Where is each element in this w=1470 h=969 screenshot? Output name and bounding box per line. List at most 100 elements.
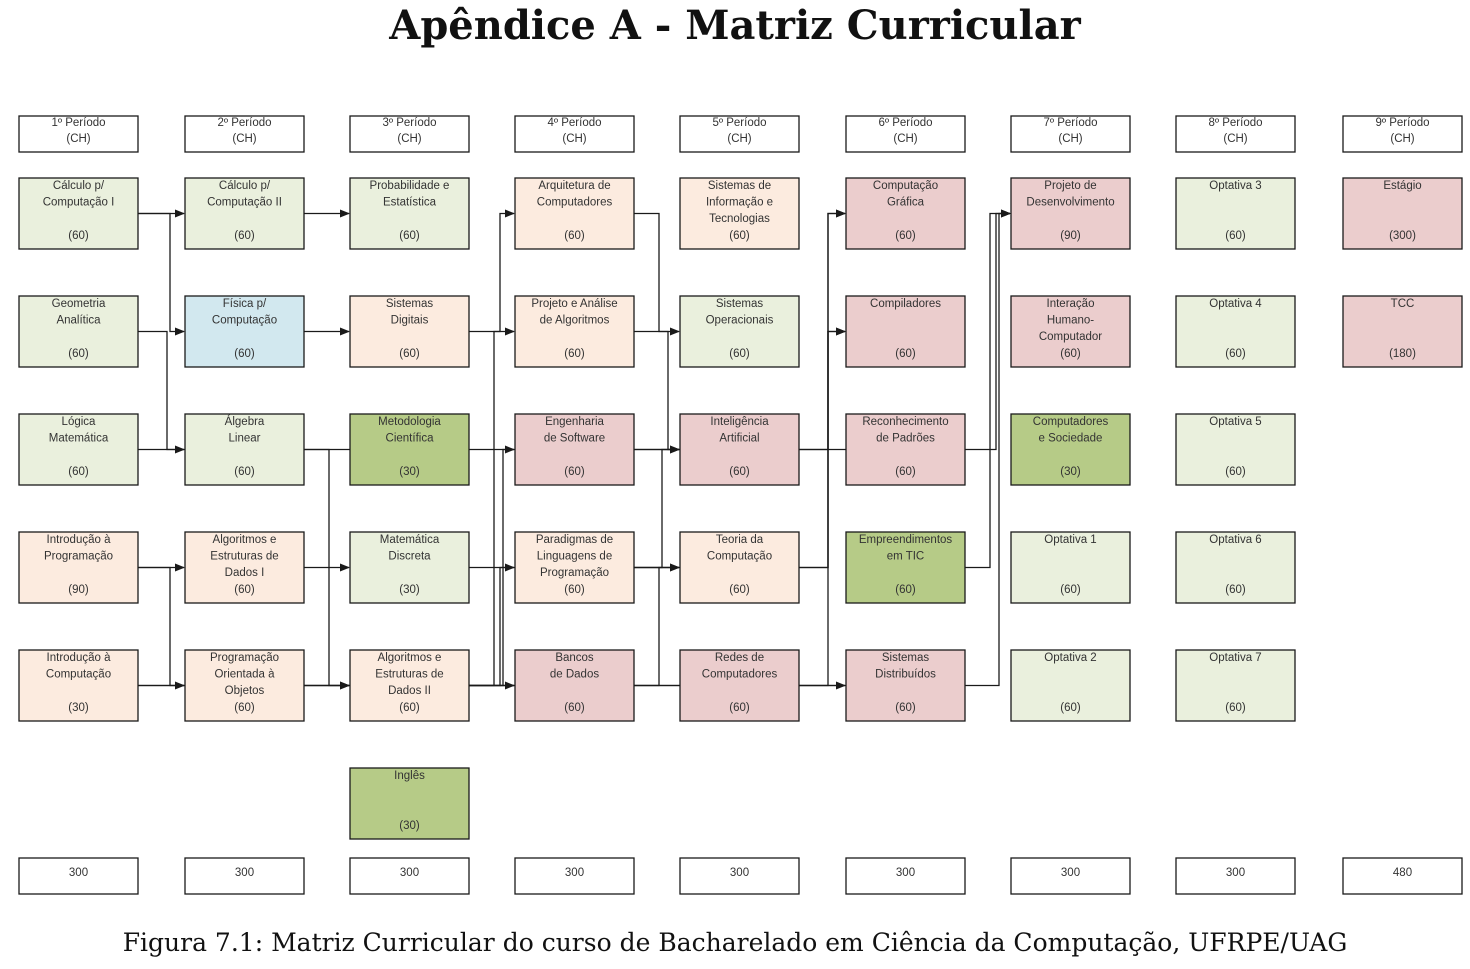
course-hours: (60) [564, 702, 585, 714]
course-box [845, 649, 966, 722]
course-hours: (60) [1060, 348, 1081, 360]
course-name-line: Computação [212, 315, 277, 327]
course-name-line: Cálculo p/ [53, 180, 105, 192]
course-name-line: Humano- [1047, 315, 1094, 327]
prerequisite-arrow-sisdig-to-arq [469, 209, 515, 333]
course-name-line: Introdução à [47, 534, 112, 546]
period-unit: (CH) [66, 133, 90, 145]
course-name-line: Optativa 6 [1209, 534, 1261, 546]
course-hours: (60) [68, 348, 89, 360]
course-box [18, 649, 139, 722]
period-total: 300 [1175, 857, 1296, 895]
period-unit: (CH) [727, 133, 751, 145]
period-header: 4º Período(CH) [514, 115, 635, 153]
course-box [514, 413, 635, 486]
course-hours: (60) [564, 348, 585, 360]
course-name-line: em TIC [887, 551, 925, 563]
course-hours: (60) [234, 702, 255, 714]
course-hours: (60) [234, 584, 255, 596]
course-name-line: Estruturas de [375, 669, 443, 681]
course-hours: (60) [564, 584, 585, 596]
course-name-line: Optativa 4 [1209, 298, 1262, 310]
course-name-line: Computadores [1033, 416, 1109, 428]
course-hours: (60) [895, 702, 916, 714]
period-total-box [514, 857, 635, 895]
course-hours: (30) [68, 702, 89, 714]
course-box [1010, 649, 1131, 722]
course-hours: (90) [1060, 230, 1081, 242]
course-name-line: Operacionais [706, 315, 774, 327]
course-box [1175, 413, 1296, 486]
period-header-box [845, 115, 966, 153]
course-name-line: Computadores [702, 669, 778, 681]
prerequisite-arrow-intprog-to-poo [138, 566, 185, 690]
course-name-line: Introdução à [47, 652, 112, 664]
course-name-line: de Algoritmos [540, 315, 610, 327]
course-ingles: Inglês (30) [349, 767, 470, 840]
course-name-line: Probabilidade e [370, 180, 450, 192]
course-box [514, 295, 635, 368]
figure-caption: Figura 7.1: Matriz Curricular do curso d… [122, 928, 1348, 957]
course-name-line: TCC [1391, 298, 1415, 310]
course-box [679, 649, 800, 722]
period-total-value: 300 [730, 867, 749, 879]
course-name-line: de Dados [550, 669, 599, 681]
course-hours: (60) [68, 230, 89, 242]
course-name-line: Programação [540, 567, 609, 579]
period-header-box [1342, 115, 1463, 153]
course-name-line: Sistemas de [708, 180, 771, 192]
course-hours: (60) [1060, 702, 1081, 714]
course-box [514, 531, 635, 604]
course-box [184, 295, 305, 368]
course-hours: (60) [729, 466, 750, 478]
course-box [1175, 177, 1296, 250]
course-name-line: Estágio [1383, 180, 1421, 192]
course-hours: (60) [68, 466, 89, 478]
course-name-line: Computação I [43, 197, 115, 209]
period-total-box [18, 857, 139, 895]
period-name: 2º Período [217, 117, 271, 129]
period-header: 9º Período(CH) [1342, 115, 1463, 153]
course-name-line: Empreendimentos [859, 534, 953, 546]
course-name-line: Científica [386, 433, 435, 445]
course-hours: (60) [1060, 584, 1081, 596]
course-box [184, 413, 305, 486]
course-name-line: Reconhecimento [862, 416, 948, 428]
period-name: 7º Período [1043, 117, 1097, 129]
period-total-box [349, 857, 470, 895]
course-hours: (60) [564, 230, 585, 242]
course-box [349, 177, 470, 250]
period-header: 3º Período(CH) [349, 115, 470, 153]
course-hours: (60) [234, 230, 255, 242]
course-name-line: Sistemas [716, 298, 764, 310]
course-opt5: Optativa 5(60) [1175, 413, 1296, 486]
course-name-line: Inglês [394, 770, 425, 782]
course-name-line: Álgebra [225, 415, 265, 428]
course-opt1: Optativa 1(60) [1010, 531, 1131, 604]
course-name-line: de Software [544, 433, 605, 445]
course-name-line: Orientada à [214, 669, 275, 681]
period-total-box [1175, 857, 1296, 895]
period-header-box [679, 115, 800, 153]
course-box [349, 531, 470, 604]
course-name-line: Dados II [388, 685, 431, 697]
course-name-line: Digitais [391, 315, 429, 327]
prerequisite-arrow-aed2-to-paradigmas [469, 563, 515, 687]
course-name-line: Geometria [52, 298, 106, 310]
course-hours: (30) [399, 820, 420, 832]
course-hours: (60) [729, 584, 750, 596]
course-box [1342, 295, 1463, 368]
course-name-line: Bancos [555, 652, 594, 664]
course-name-line: Interação [1047, 298, 1095, 310]
course-box [1342, 177, 1463, 250]
